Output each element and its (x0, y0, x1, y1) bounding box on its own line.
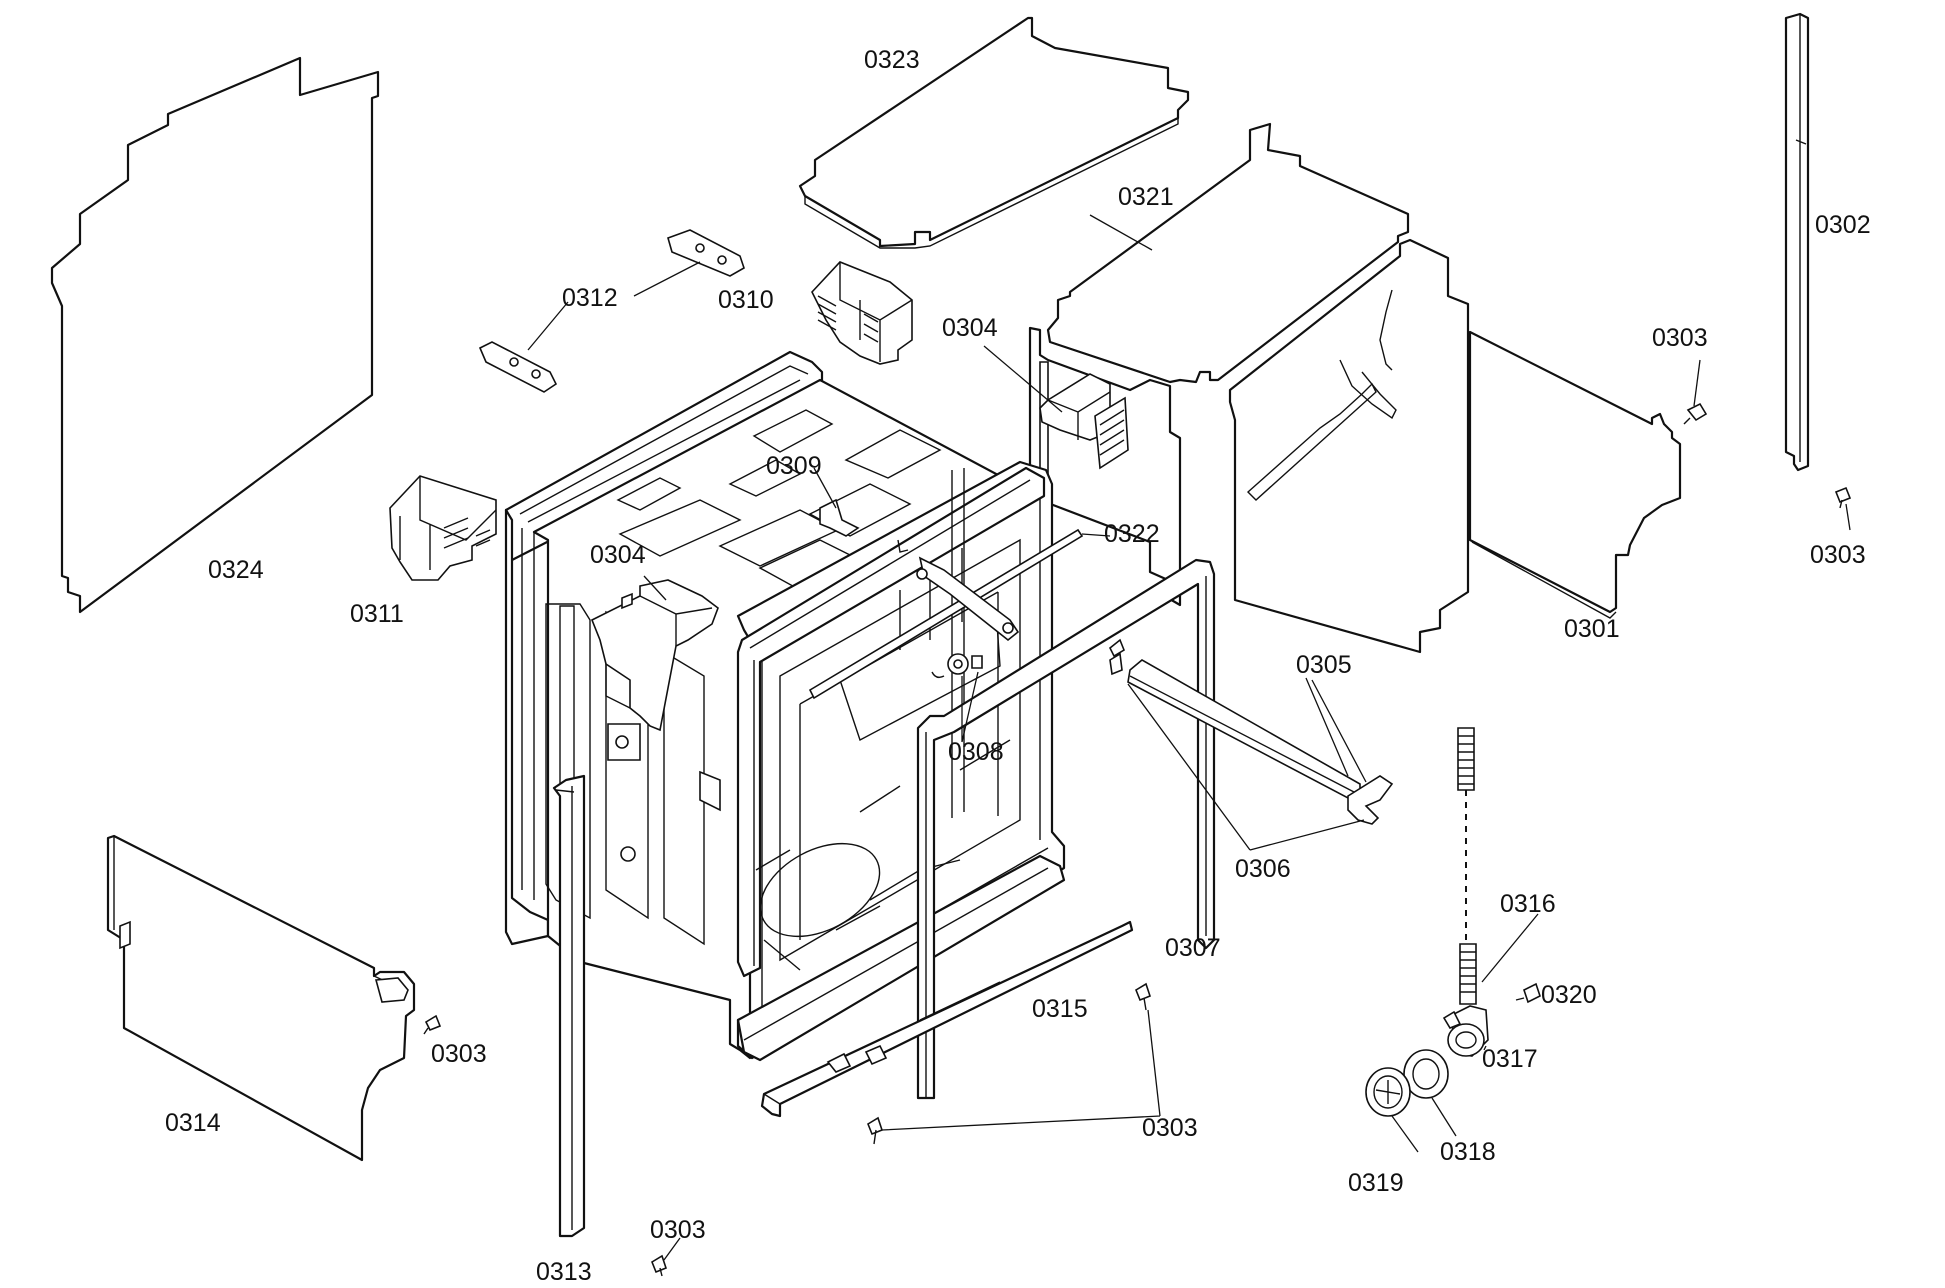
label-0310: 0310 (718, 286, 774, 314)
part-0311-hinge-bracket (389, 475, 497, 581)
part-0318-ring (1403, 1049, 1449, 1099)
label-0313: 0313 (536, 1258, 592, 1286)
part-0315-bottom-plate (760, 920, 1134, 1118)
part-0322-rail (808, 528, 1084, 700)
label-0308: 0308 (948, 738, 1004, 766)
part-0323-top-plate (798, 16, 1190, 249)
label-0302: 0302 (1815, 211, 1871, 239)
label-0320: 0320 (1541, 981, 1597, 1009)
label-0324: 0324 (208, 556, 264, 584)
part-0317-fitting (1442, 1005, 1489, 1057)
label-0317: 0317 (1482, 1045, 1538, 1073)
label-0305: 0305 (1296, 651, 1352, 679)
label-0303-left: 0303 (431, 1040, 487, 1068)
label-0318: 0318 (1440, 1138, 1496, 1166)
label-0322: 0322 (1104, 520, 1160, 548)
label-0301: 0301 (1564, 615, 1620, 643)
part-0310-hinge-bracket (811, 261, 913, 365)
label-0303-bottom: 0303 (1142, 1114, 1198, 1142)
label-0311: 0311 (350, 600, 404, 628)
label-0321: 0321 (1118, 183, 1174, 211)
leader-lines (527, 214, 1851, 1261)
part-0301-side-panel (1468, 330, 1682, 619)
part-0302-vertical-strip (1784, 12, 1810, 472)
label-0307: 0307 (1165, 934, 1221, 962)
label-0315: 0315 (1032, 995, 1088, 1023)
part-0316-hose (1457, 727, 1477, 1005)
label-0306: 0306 (1235, 855, 1291, 883)
label-0312: 0312 (562, 284, 618, 312)
label-0309: 0309 (766, 452, 822, 480)
callout-labels: 0323 0321 0302 0312 0310 0304 0303 0309 … (165, 46, 1871, 1286)
part-0313-vertical-strip (552, 774, 586, 1238)
label-0303-bottom-left: 0303 (650, 1216, 706, 1244)
label-0323: 0323 (864, 46, 920, 74)
part-0314-kick-plate (106, 834, 416, 1162)
part-0319-cap (1365, 1067, 1411, 1117)
label-0303-right: 0303 (1810, 541, 1866, 569)
part-0307-door-seal-loop (916, 558, 1216, 1100)
part-0321-rear-housing (1028, 122, 1470, 654)
label-0304-right: 0304 (942, 314, 998, 342)
label-0314: 0314 (165, 1109, 221, 1137)
part-0320-screw (1515, 982, 1541, 1004)
part-0324-side-panel (50, 56, 380, 614)
part-0305-crossbar (1108, 638, 1394, 825)
label-0319: 0319 (1348, 1169, 1404, 1197)
label-0303-top-right: 0303 (1652, 324, 1708, 352)
part-0312-brackets (478, 229, 745, 393)
part-0308-small-parts (931, 653, 983, 679)
label-0304-left: 0304 (590, 541, 646, 569)
label-0316: 0316 (1500, 890, 1556, 918)
part-0303-screws (423, 402, 1852, 1277)
